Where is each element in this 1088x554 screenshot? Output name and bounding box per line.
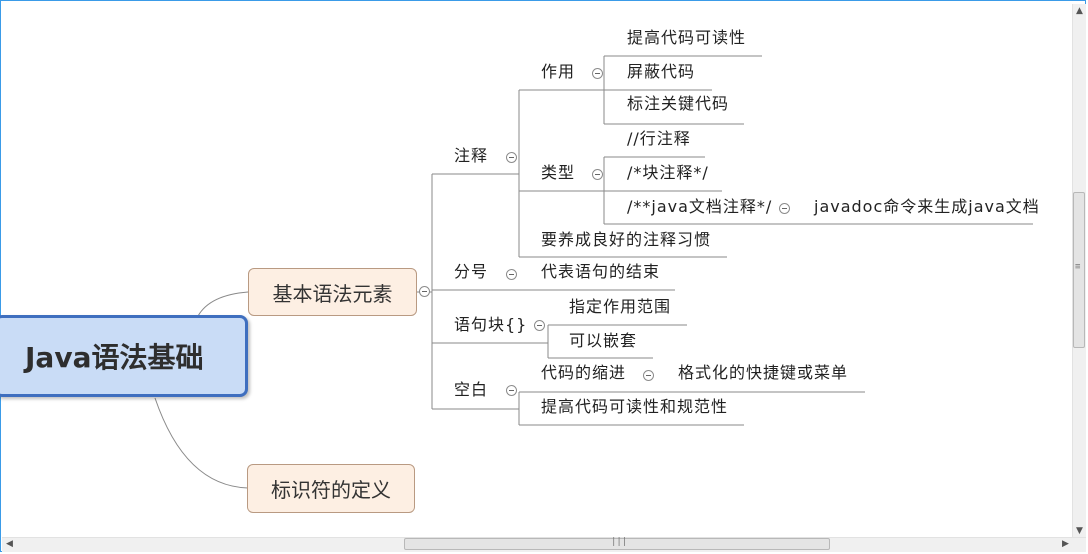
central-topic[interactable]: Java语法基础 — [0, 315, 248, 397]
semicolon-end-of-statement[interactable]: 代表语句的结束 — [541, 262, 661, 281]
scroll-arrow-icon[interactable]: ▶ — [1062, 539, 1069, 549]
scroll-arrow-icon[interactable]: ◀ — [6, 539, 13, 549]
topic-comment[interactable]: 注释 — [454, 146, 489, 165]
block-specify-scope[interactable]: 指定作用范围 — [569, 297, 672, 316]
purpose-item-mask-code[interactable]: 屏蔽代码 — [627, 62, 696, 81]
collapse-toggle-icon[interactable] — [506, 269, 517, 280]
topic-statement-block[interactable]: 语句块{} — [454, 315, 528, 334]
subtopic-good-comment-habit[interactable]: 要养成良好的注释习惯 — [541, 230, 712, 249]
vertical-scroll-thumb[interactable] — [1073, 192, 1085, 348]
collapse-toggle-icon[interactable] — [592, 169, 603, 180]
scroll-arrow-icon[interactable]: ▼ — [1076, 526, 1083, 536]
collapse-toggle-icon[interactable] — [643, 370, 654, 381]
collapse-toggle-icon[interactable] — [779, 203, 790, 214]
type-line-comment[interactable]: //行注释 — [627, 129, 691, 148]
format-shortcut-or-menu[interactable]: 格式化的快捷键或菜单 — [678, 363, 849, 382]
collapse-toggle-icon[interactable] — [506, 385, 517, 396]
purpose-item-readability[interactable]: 提高代码可读性 — [627, 28, 747, 47]
whitespace-readability-standard[interactable]: 提高代码可读性和规范性 — [541, 397, 729, 416]
topic-whitespace[interactable]: 空白 — [454, 380, 489, 399]
scroll-grip-icon: ≡ — [1075, 262, 1081, 272]
purpose-item-mark-key-code[interactable]: 标注关键代码 — [627, 94, 730, 113]
whitespace-indentation[interactable]: 代码的缩进 — [541, 363, 627, 382]
collapse-toggle-icon[interactable] — [592, 68, 603, 79]
branch-identifier-definition[interactable]: 标识符的定义 — [247, 464, 415, 513]
central-topic-label: Java语法基础 — [25, 341, 204, 374]
connector-central-basic — [197, 291, 249, 317]
subtopic-purpose[interactable]: 作用 — [541, 62, 576, 81]
connector-central-identifier — [154, 397, 249, 489]
branch-basic-label: 基本语法元素 — [272, 281, 393, 306]
type-javadoc-comment[interactable]: /**java文档注释*/ — [627, 197, 773, 216]
scroll-arrow-icon[interactable]: ▲ — [1076, 6, 1083, 16]
collapse-toggle-icon[interactable] — [419, 286, 430, 297]
collapse-toggle-icon[interactable] — [506, 152, 517, 163]
branch-identifier-label: 标识符的定义 — [271, 478, 391, 502]
block-nestable[interactable]: 可以嵌套 — [569, 331, 638, 350]
type-block-comment[interactable]: /*块注释*/ — [627, 163, 709, 182]
topic-semicolon[interactable]: 分号 — [454, 262, 489, 281]
horizontal-scroll-thumb[interactable] — [404, 538, 830, 550]
scroll-grip-icon: ||| — [611, 537, 628, 547]
subtopic-types[interactable]: 类型 — [541, 163, 576, 182]
branch-basic-syntax-elements[interactable]: 基本语法元素 — [248, 268, 417, 316]
javadoc-command-note[interactable]: javadoc命令来生成java文档 — [814, 197, 1040, 216]
collapse-toggle-icon[interactable] — [534, 320, 545, 331]
